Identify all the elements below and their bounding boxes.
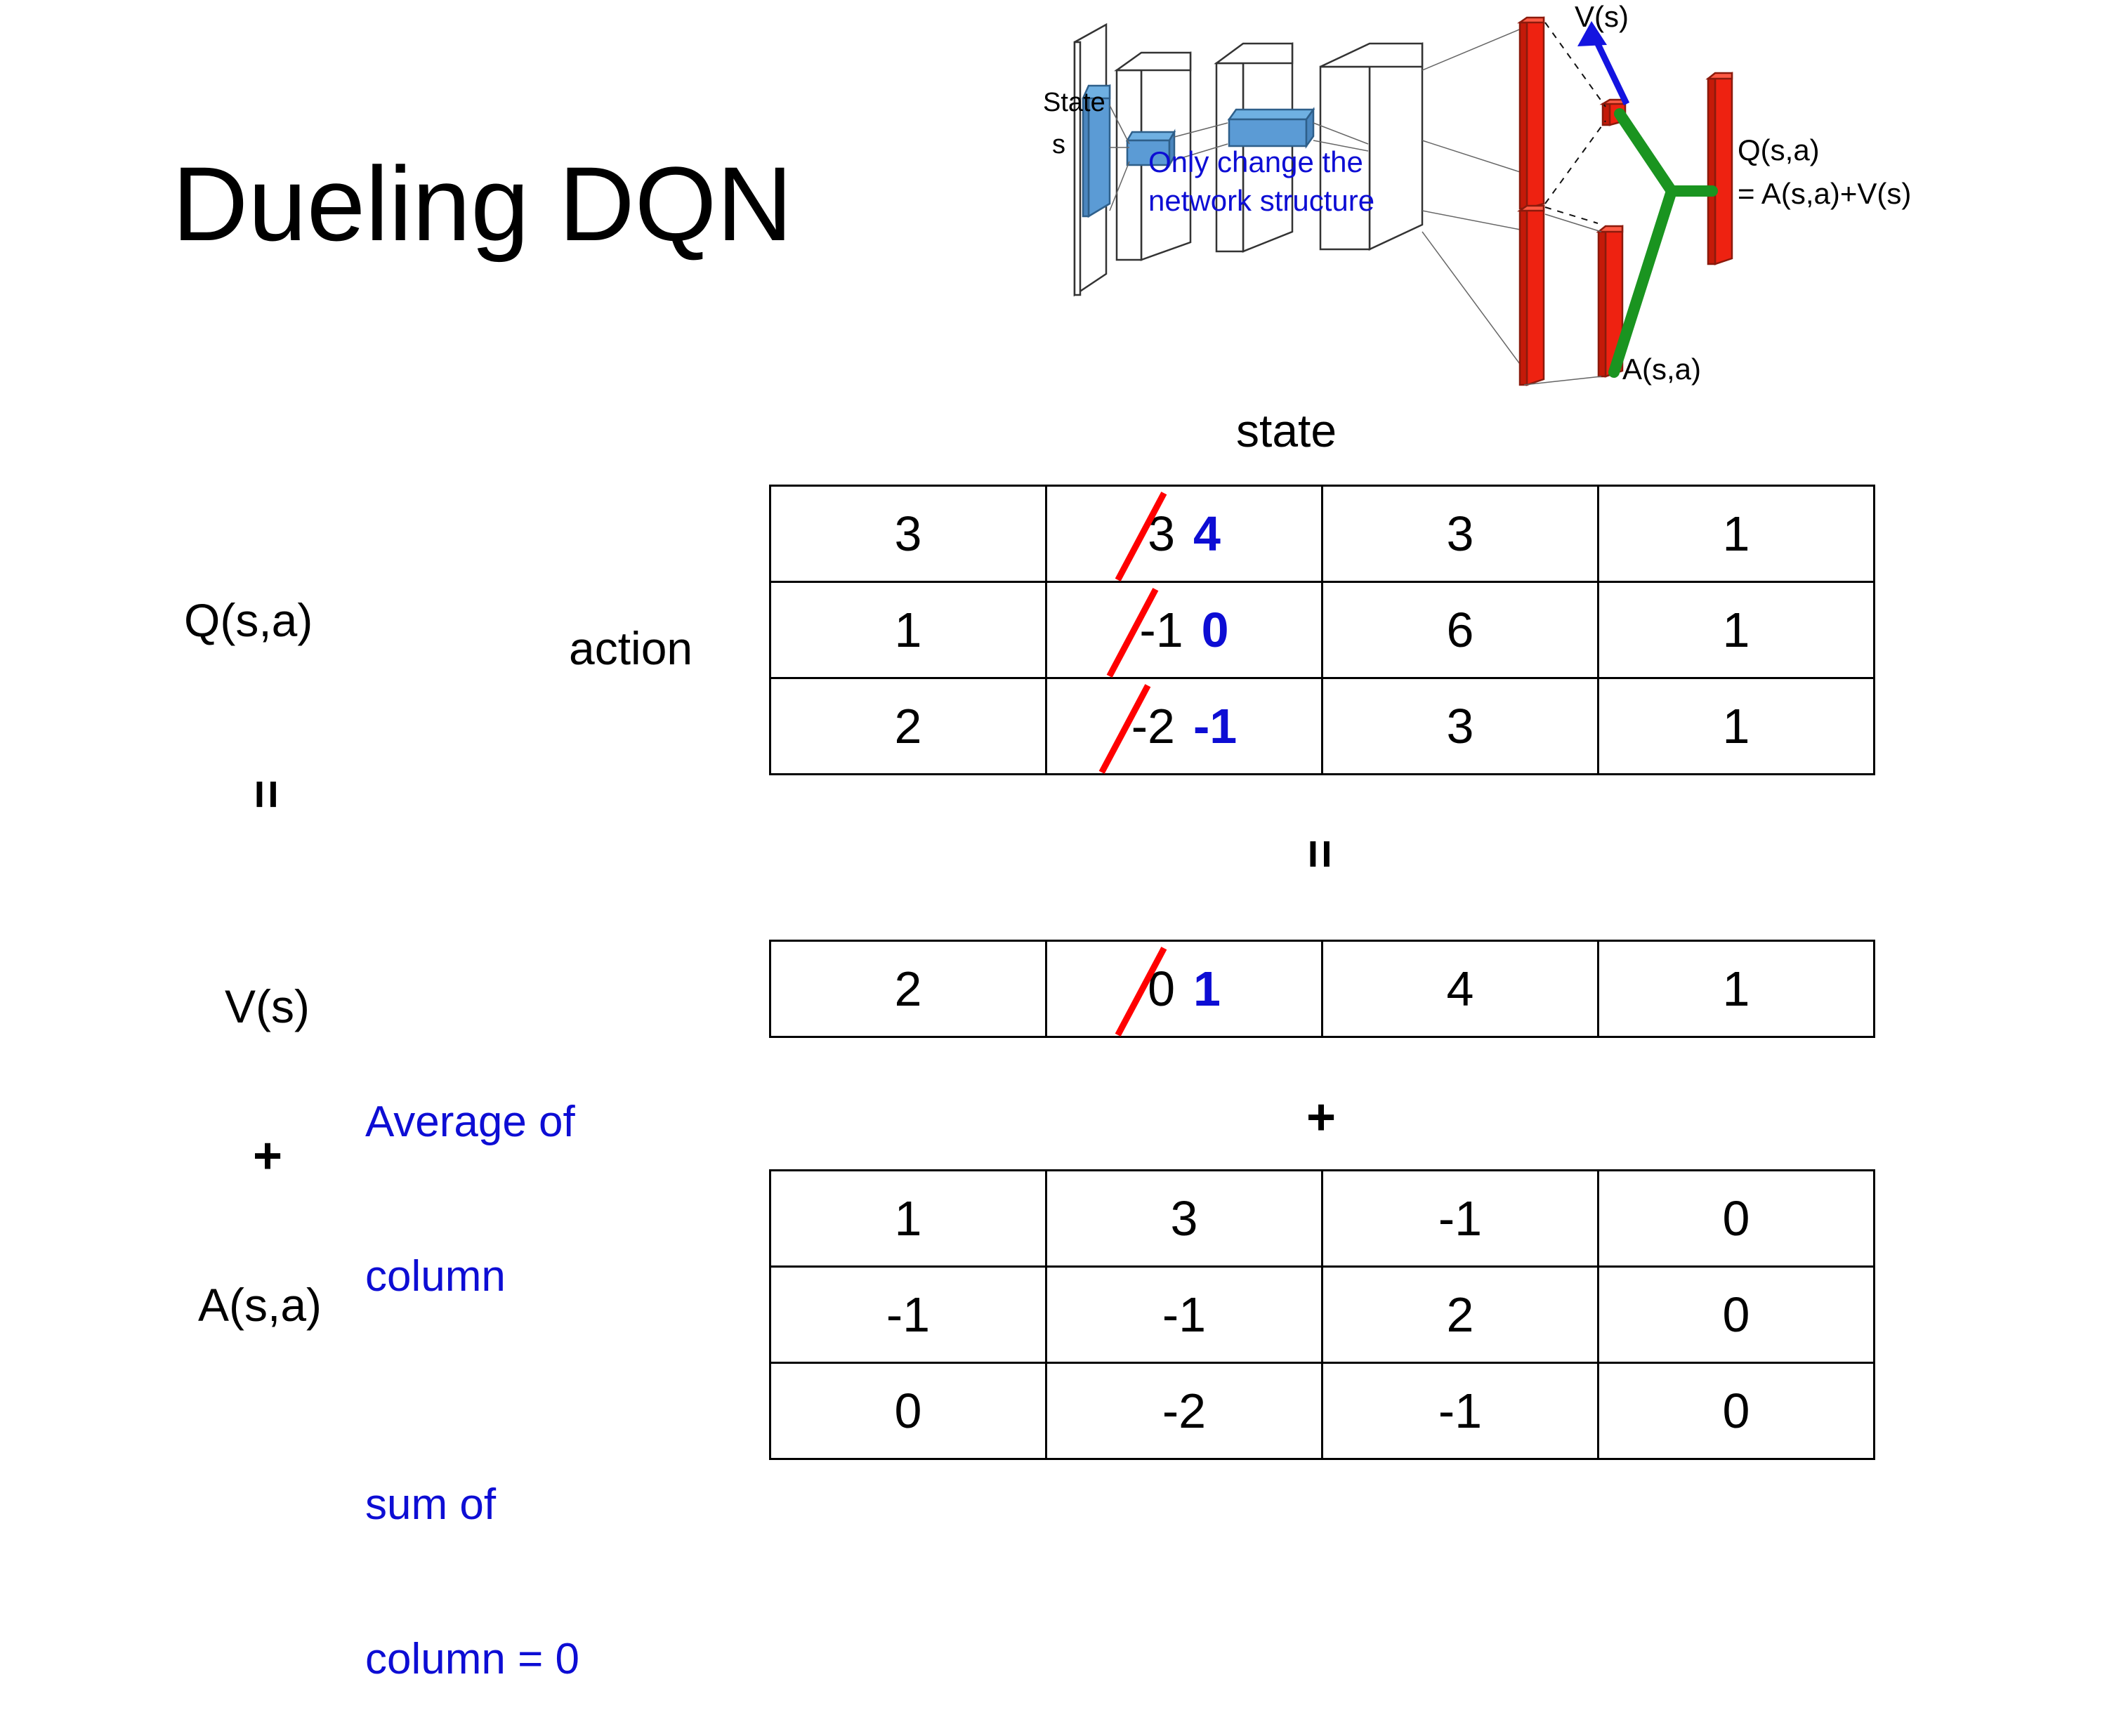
table-cell: 0 <box>769 1362 1047 1460</box>
table-cell: 3 <box>1321 485 1599 583</box>
table-cell: -1 <box>769 1265 1047 1364</box>
new-value: 0 <box>1201 603 1229 657</box>
diagram-state-label-line1: State <box>1043 88 1105 117</box>
table-row: 0 -2 -1 0 <box>769 1362 1875 1460</box>
struck-old-value: -2 <box>1131 699 1175 754</box>
table-cell: 6 <box>1321 581 1599 679</box>
struck-old-value: -1 <box>1139 603 1183 657</box>
diagram-value-label: V(s) <box>1575 0 1629 33</box>
table-cell: 3 <box>1045 1169 1323 1268</box>
table-cell: -2 <box>1045 1362 1323 1460</box>
diagram-advantage-label: A(s,a) <box>1622 353 1701 386</box>
table-cell: 0 <box>1597 1265 1875 1364</box>
table-cell: 3 <box>769 485 1047 583</box>
advantage-table: 1 3 -1 0 -1 -1 2 0 0 -2 -1 0 <box>769 1169 1875 1460</box>
average-note-line1: Average of <box>365 1098 575 1147</box>
action-axis-label: action <box>569 622 693 674</box>
table-cell: 1 <box>1597 677 1875 775</box>
equals-operator-left: = <box>238 780 294 810</box>
table-cell: -1 <box>1321 1362 1599 1460</box>
table-cell: 0 <box>1597 1362 1875 1460</box>
plus-operator-center: + <box>1306 1089 1337 1145</box>
table-cell: 1 <box>1597 581 1875 679</box>
diagram-state-label-line2: s <box>1052 130 1065 159</box>
table-cell: 3 <box>1321 677 1599 775</box>
sum-note-line2: column = 0 <box>365 1634 580 1683</box>
sum-note-line1: sum of <box>365 1480 497 1530</box>
table-row: 1 3 -1 0 <box>769 1169 1875 1268</box>
table-cell: 2 <box>769 940 1047 1038</box>
table-cell: 2 <box>1321 1265 1599 1364</box>
dueling-network-diagram: State s Only change the network structur… <box>1039 0 2107 393</box>
state-axis-label: state <box>1236 405 1337 456</box>
struck-old-value: 3 <box>1148 506 1175 561</box>
q-function-label: Q(s,a) <box>184 594 313 646</box>
table-cell: 1 <box>769 1169 1047 1268</box>
table-cell: 1 <box>769 581 1047 679</box>
sum-of-column-note: sum of column = 0 <box>365 1376 579 1736</box>
table-cell: -1 <box>1045 1265 1323 1364</box>
table-cell-edited: -1 0 <box>1045 581 1323 679</box>
diagram-q-label-line1: Q(s,a) <box>1738 133 1820 166</box>
diagram-note-line2: network structure <box>1148 184 1374 217</box>
plus-operator-left: + <box>253 1128 283 1184</box>
table-cell: 2 <box>769 677 1047 775</box>
diagram-note-line1: Only change the <box>1148 145 1363 178</box>
struck-old-value: 0 <box>1148 961 1175 1016</box>
new-value: 4 <box>1193 506 1221 561</box>
table-cell: -1 <box>1321 1169 1599 1268</box>
new-value: -1 <box>1193 699 1238 754</box>
a-function-label: A(s,a) <box>198 1279 322 1331</box>
new-value: 1 <box>1193 961 1221 1016</box>
table-row: -1 -1 2 0 <box>769 1265 1875 1364</box>
table-row: 1 -1 0 6 1 <box>769 581 1875 679</box>
table-row: 2 -2 -1 3 1 <box>769 677 1875 775</box>
equals-operator-center: = <box>1292 839 1348 869</box>
table-cell-edited: -2 -1 <box>1045 677 1323 775</box>
average-note-line2: column <box>365 1251 506 1301</box>
v-function-label: V(s) <box>225 980 310 1032</box>
table-cell: 0 <box>1597 1169 1875 1268</box>
page-title: Dueling DQN <box>172 145 793 263</box>
average-of-column-note: Average of column <box>365 994 575 1353</box>
diagram-q-label-line2: = A(s,a)+V(s) <box>1738 177 1911 210</box>
table-cell: 1 <box>1597 485 1875 583</box>
table-cell: 4 <box>1321 940 1599 1038</box>
table-cell: 1 <box>1597 940 1875 1038</box>
